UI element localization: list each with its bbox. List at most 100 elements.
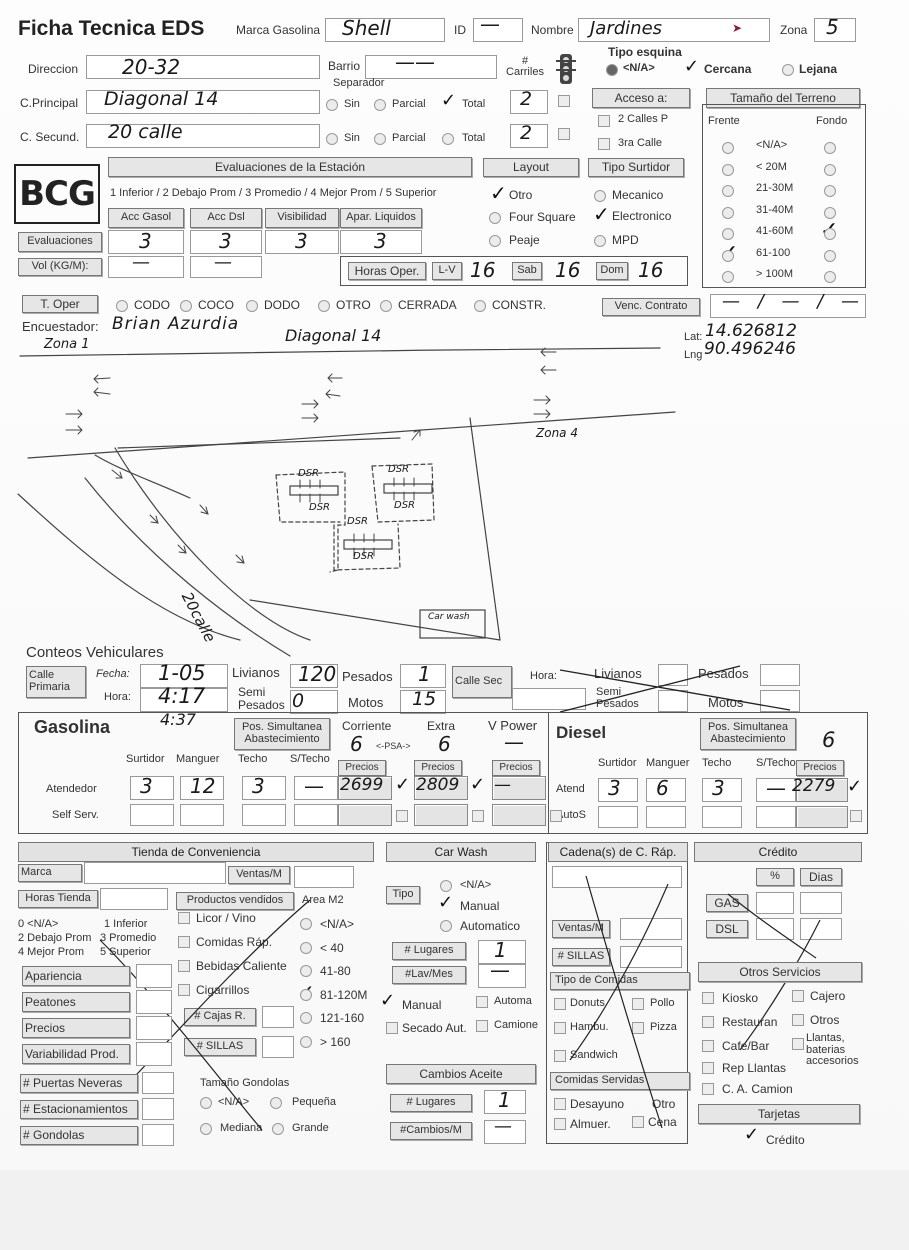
motos-sec-field[interactable] <box>760 690 800 712</box>
credito-dsl-pct[interactable] <box>756 918 794 940</box>
carwash-na-radio[interactable] <box>440 880 452 892</box>
terreno-fondo-radio[interactable] <box>824 249 836 262</box>
producto-checkbox[interactable] <box>178 912 190 924</box>
nombre-field[interactable] <box>578 18 770 42</box>
carriles-secundaria-field[interactable] <box>510 124 548 148</box>
acceso-3racalle-checkbox[interactable] <box>598 138 610 150</box>
tienda-ventas-field[interactable] <box>294 866 354 888</box>
area-radio[interactable] <box>300 1035 312 1048</box>
diesel-atend-field[interactable] <box>702 778 742 802</box>
diesel-atend-field[interactable] <box>646 778 686 802</box>
secundaria-total-radio[interactable] <box>442 133 454 145</box>
otros-camion-checkbox[interactable] <box>702 1083 714 1095</box>
gasolina-precio-field[interactable] <box>414 776 468 800</box>
terreno-frente-radio[interactable] <box>722 249 734 262</box>
hora-sec-field[interactable] <box>512 688 586 710</box>
diesel-autos-field[interactable] <box>702 806 742 828</box>
hora-field[interactable] <box>140 688 228 712</box>
terreno-frente-radio[interactable] <box>722 163 734 176</box>
secundaria-checkbox[interactable] <box>558 128 570 140</box>
otros-restauran-checkbox[interactable] <box>702 1016 714 1028</box>
evaluacion-field[interactable] <box>108 230 184 254</box>
comida-hambu-checkbox[interactable] <box>554 1022 566 1034</box>
gasolina-self-field[interactable] <box>130 804 174 826</box>
horas-button[interactable]: Horas Oper. <box>348 262 426 280</box>
zona-field[interactable] <box>814 18 856 42</box>
producto-checkbox[interactable] <box>178 984 190 996</box>
contrato-button[interactable]: Venc. Contrato <box>602 298 700 316</box>
terreno-fondo-radio[interactable] <box>824 206 836 219</box>
vol-gasol-field[interactable] <box>108 256 184 278</box>
esquina-lejana-radio[interactable] <box>782 64 794 76</box>
tienda-eval-field[interactable] <box>136 964 172 988</box>
gasolina-atendedor-field[interactable] <box>130 776 174 800</box>
area-radio[interactable] <box>300 918 312 930</box>
comida-pizza-checkbox[interactable] <box>632 1022 644 1034</box>
oper-radio[interactable] <box>180 300 192 312</box>
area-radio[interactable] <box>300 1012 312 1024</box>
producto-checkbox[interactable] <box>178 936 190 948</box>
layout-peaje-radio[interactable] <box>489 235 501 247</box>
marca-field[interactable] <box>325 18 445 42</box>
tienda-count-field[interactable] <box>142 1098 174 1120</box>
terreno-fondo-radio[interactable] <box>824 142 836 154</box>
barrio-field[interactable] <box>365 55 497 79</box>
otros-otros-checkbox[interactable] <box>792 1014 804 1026</box>
layout-foursquare-radio[interactable] <box>489 212 501 224</box>
terreno-frente-radio[interactable] <box>722 206 734 219</box>
cambios-lugares-field[interactable] <box>484 1090 526 1114</box>
diesel-autos-precio-field[interactable] <box>796 806 848 828</box>
oper-button[interactable]: T. Oper <box>22 295 98 313</box>
tienda-eval-field[interactable] <box>136 1042 172 1066</box>
tienda-count-field[interactable] <box>142 1124 174 1146</box>
fecha-field[interactable] <box>140 664 228 688</box>
evaluacion-field[interactable] <box>340 230 422 254</box>
gasolina-precio-field[interactable] <box>338 776 392 800</box>
cambios-cambios-field[interactable] <box>484 1120 526 1144</box>
gasolina-atendedor-field[interactable] <box>294 776 338 800</box>
diesel-precio-checkbox[interactable] <box>850 810 862 822</box>
otros-repllantas-checkbox[interactable] <box>702 1062 714 1074</box>
carwash-lav-field[interactable] <box>478 964 526 988</box>
gasolina-atendedor-field[interactable] <box>242 776 286 800</box>
gasolina-self-field[interactable] <box>180 804 224 826</box>
diesel-atend-field[interactable] <box>756 778 796 802</box>
terreno-fondo-radio[interactable] <box>824 271 836 283</box>
gondola-grande-radio[interactable] <box>272 1123 284 1135</box>
servida-desayuno-checkbox[interactable] <box>554 1098 566 1110</box>
surtidor-mpd-radio[interactable] <box>594 235 606 247</box>
motos-field[interactable] <box>400 690 446 714</box>
secundaria-parcial-radio[interactable] <box>374 133 386 145</box>
evaluacion-field[interactable] <box>190 230 262 254</box>
otros-kiosko-checkbox[interactable] <box>702 992 714 1004</box>
gasolina-self-precio-field[interactable] <box>338 804 392 826</box>
oper-radio[interactable] <box>380 300 392 312</box>
oper-radio[interactable] <box>474 300 486 312</box>
pesados-sec-field[interactable] <box>760 664 800 686</box>
semi-sec-field[interactable] <box>658 690 688 712</box>
gondola-na-radio[interactable] <box>200 1097 212 1109</box>
gasolina-atendedor-field[interactable] <box>180 776 224 800</box>
tienda-count-field[interactable] <box>142 1072 174 1094</box>
gasolina-precio-checkbox[interactable] <box>550 810 562 822</box>
cadena-name-field[interactable] <box>552 866 682 888</box>
tienda-marca-field[interactable] <box>84 862 226 884</box>
comida-pollo-checkbox[interactable] <box>632 998 644 1010</box>
gasolina-precio-checkbox[interactable] <box>472 810 484 822</box>
principal-field[interactable] <box>86 90 320 114</box>
terreno-frente-radio[interactable] <box>722 142 734 154</box>
pesados-field[interactable] <box>400 664 446 688</box>
otros-cafe-checkbox[interactable] <box>702 1040 714 1052</box>
cadena-ventas-field[interactable] <box>620 918 682 940</box>
tienda-eval-field[interactable] <box>136 990 172 1014</box>
diesel-autos-field[interactable] <box>756 806 796 828</box>
terreno-fondo-radio[interactable] <box>824 185 836 197</box>
acceso-button[interactable]: Acceso a: <box>592 88 690 108</box>
gasolina-self-field[interactable] <box>294 804 338 826</box>
cadena-sillas-field[interactable] <box>620 946 682 968</box>
servida-almuer-checkbox[interactable] <box>554 1118 566 1130</box>
terreno-frente-radio[interactable] <box>722 271 734 283</box>
evaluaciones-header[interactable]: Evaluaciones de la Estación <box>108 157 472 177</box>
comida-sandwich-checkbox[interactable] <box>554 1050 566 1062</box>
terreno-fondo-radio[interactable] <box>824 163 836 176</box>
